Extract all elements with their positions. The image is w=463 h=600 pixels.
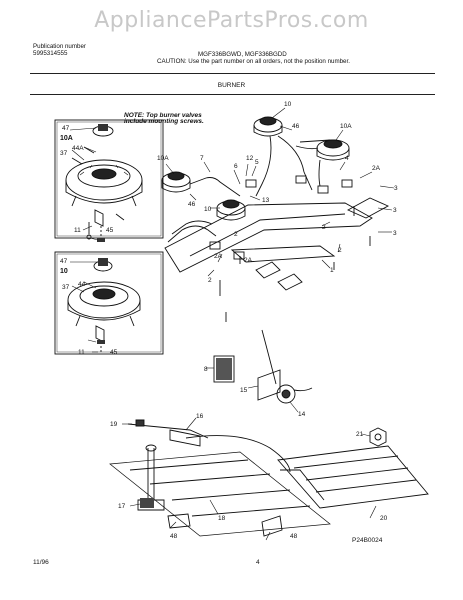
inset-box-10 [54, 251, 164, 355]
part-48-right [261, 515, 283, 537]
section-title: BURNER [217, 82, 246, 89]
callout-47: 47 [62, 125, 70, 132]
orifice-holder-10a [94, 209, 104, 227]
callout-10a: 10A [157, 155, 169, 162]
note-line-1: NOTE: Top burner valves [124, 112, 202, 119]
footer-page-number: 4 [256, 559, 260, 566]
callout-16: 16 [196, 413, 204, 420]
caution-note: CAUTION: Use the part number on all orde… [157, 58, 350, 65]
callout-46-top: 46 [292, 123, 300, 130]
valve-b [317, 185, 329, 194]
callout-12: 12 [246, 155, 254, 162]
callout-2: 2 [338, 247, 342, 254]
callout-3: 3 [393, 207, 397, 214]
callout-8: 8 [204, 366, 208, 373]
callout-6: 6 [234, 163, 238, 170]
inset-box-10a [54, 119, 164, 239]
part-21-nut [369, 427, 387, 447]
callout-2: 2 [208, 277, 212, 284]
part-17-clip [140, 498, 154, 508]
part-20-broiler-burner [277, 445, 429, 509]
part-18-burner-tube [109, 451, 331, 537]
callout-1: 1 [330, 267, 334, 274]
callout-2a-top: 2A [372, 165, 381, 172]
callout-2a: 2A [244, 257, 253, 264]
callout-17: 17 [118, 503, 126, 510]
callout-2a: 2A [214, 253, 223, 260]
callout-46: 46 [188, 201, 196, 208]
callout-2: 2 [322, 224, 326, 231]
callout-11: 11 [78, 349, 85, 356]
callout-10a-top: 10A [340, 123, 352, 130]
callout-10: 10 [204, 206, 212, 213]
callout-4: 4 [345, 155, 349, 162]
publication-number: 5995314555 [33, 50, 68, 57]
watermark: AppliancePartsPros.com [94, 8, 369, 33]
callout-2: 2 [234, 231, 238, 238]
callout-13: 13 [262, 197, 270, 204]
callout-18: 18 [218, 515, 226, 522]
callout-3: 3 [393, 230, 397, 237]
callout-48: 48 [170, 533, 178, 540]
valve-a [295, 175, 307, 184]
callout-7: 7 [200, 155, 204, 162]
callout-45: 45 [110, 349, 118, 356]
title-rule [30, 94, 435, 95]
note-line-2: include mounting screws. [124, 118, 204, 125]
burner-body-10a [65, 159, 143, 201]
callout-19: 19 [110, 421, 118, 428]
bracket-left [255, 261, 281, 279]
callout-11: 11 [74, 227, 81, 234]
callout-5: 5 [255, 159, 259, 166]
callout-15: 15 [240, 387, 248, 394]
publication-label: Publication number [33, 43, 86, 50]
model-numbers: MGF336BGWD, MGF336BGDD [198, 51, 287, 58]
callout-21: 21 [356, 431, 364, 438]
igniter-wire [127, 423, 209, 439]
callout-20: 20 [380, 515, 388, 522]
gas-tube-7 [189, 177, 241, 197]
callout-14: 14 [298, 411, 306, 418]
part-48-left [167, 513, 191, 529]
callout-44a: 44A [72, 145, 84, 152]
callout-48: 48 [290, 533, 298, 540]
callout-37: 37 [60, 150, 68, 157]
part-14-regulator [276, 384, 296, 404]
callout-47: 47 [60, 258, 68, 265]
part-15-bracket [257, 369, 281, 401]
callout-10-top: 10 [284, 101, 292, 108]
mounting-screws [219, 206, 371, 322]
footer-date: 11/96 [33, 559, 49, 566]
callout-10a-box: 10A [60, 135, 73, 142]
valve-c [341, 179, 353, 188]
footer-figure-code: P24B0024 [352, 537, 383, 544]
bracket-right [277, 273, 303, 291]
callout-37: 37 [62, 284, 70, 291]
header-rule [30, 73, 435, 74]
callout-10-box: 10 [60, 268, 68, 275]
manifold-rail [164, 202, 373, 273]
callout-45: 45 [106, 227, 114, 234]
callout-3: 3 [394, 185, 398, 192]
part-16-spark-module [169, 429, 201, 447]
callout-44: 44 [78, 281, 86, 288]
